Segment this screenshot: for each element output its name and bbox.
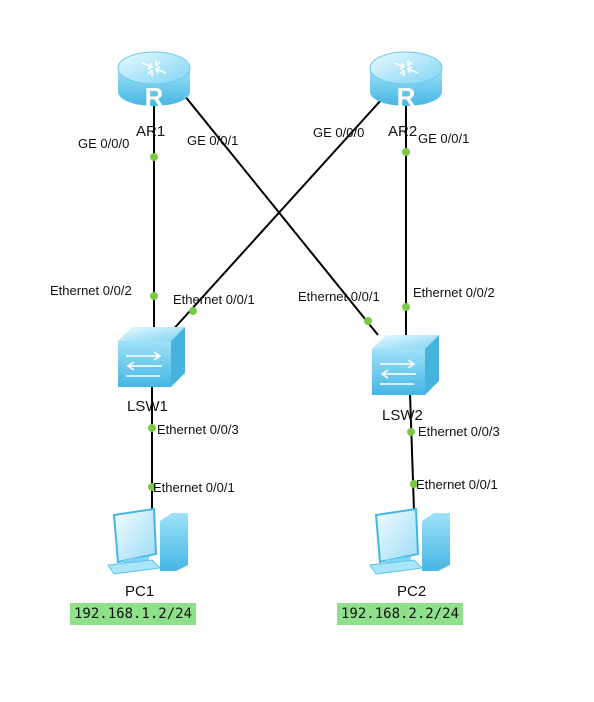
port-dot-pc2-eth001[interactable]: [410, 480, 418, 488]
port-dot-lsw1-eth001[interactable]: [189, 307, 197, 315]
port-label-lsw2-eth003: Ethernet 0/0/3: [418, 424, 500, 439]
link-lsw2-pc2[interactable]: [409, 392, 415, 511]
port-label-pc1-eth001: Ethernet 0/0/1: [153, 480, 235, 495]
pc-icon: [107, 507, 188, 575]
port-dot-ar1-ge000[interactable]: [150, 153, 158, 161]
port-label-lsw1-eth001: Ethernet 0/0/1: [173, 292, 255, 307]
port-dot-lsw2-eth002[interactable]: [402, 303, 410, 311]
device-name-lsw2: LSW2: [382, 407, 423, 424]
router-icon: R: [117, 51, 191, 112]
port-label-ar1-ge001: GE 0/0/1: [187, 133, 238, 148]
port-label-lsw2-eth001: Ethernet 0/0/1: [298, 289, 380, 304]
port-dot-lsw1-eth003[interactable]: [148, 424, 156, 432]
port-dots: [148, 148, 418, 491]
router-icon: R: [369, 51, 443, 112]
switch-icon: [118, 327, 185, 387]
port-label-ar1-ge000: GE 0/0/0: [78, 136, 129, 151]
port-dot-lsw2-eth001[interactable]: [364, 317, 372, 325]
svg-text:R: R: [397, 82, 416, 112]
switch-lsw2[interactable]: [372, 335, 439, 395]
link-ar2-lsw1[interactable]: [169, 98, 383, 334]
device-name-lsw1: LSW1: [127, 398, 168, 415]
port-dot-ar2-ge001[interactable]: [402, 148, 410, 156]
svg-text:R: R: [145, 82, 164, 112]
router-ar1[interactable]: R: [117, 51, 191, 112]
pc-pc2[interactable]: [369, 507, 450, 575]
device-name-pc2: PC2: [397, 583, 426, 600]
port-label-pc2-eth001: Ethernet 0/0/1: [416, 477, 498, 492]
port-label-lsw1-eth003: Ethernet 0/0/3: [157, 422, 239, 437]
port-dot-lsw1-eth002[interactable]: [150, 292, 158, 300]
ip-address-pc1: 192.168.1.2/24: [70, 603, 197, 625]
switch-lsw1[interactable]: [118, 327, 185, 387]
port-label-lsw2-eth002: Ethernet 0/0/2: [413, 285, 495, 300]
switch-icon: [372, 335, 439, 395]
device-name-ar2: AR2: [388, 123, 417, 140]
device-name-pc1: PC1: [125, 583, 154, 600]
port-dot-lsw2-eth003[interactable]: [407, 428, 415, 436]
port-label-ar2-ge000: GE 0/0/0: [313, 125, 364, 140]
port-label-lsw1-eth002: Ethernet 0/0/2: [50, 283, 132, 298]
device-name-ar1: AR1: [136, 123, 165, 140]
pc-pc1[interactable]: [107, 507, 188, 575]
links: [151, 89, 415, 511]
ip-address-pc2: 192.168.2.2/24: [337, 603, 464, 625]
pc-icon: [369, 507, 450, 575]
router-ar2[interactable]: R: [369, 51, 443, 112]
port-label-ar2-ge001: GE 0/0/1: [418, 131, 469, 146]
port-dot-pc1-eth001[interactable]: [148, 483, 156, 491]
